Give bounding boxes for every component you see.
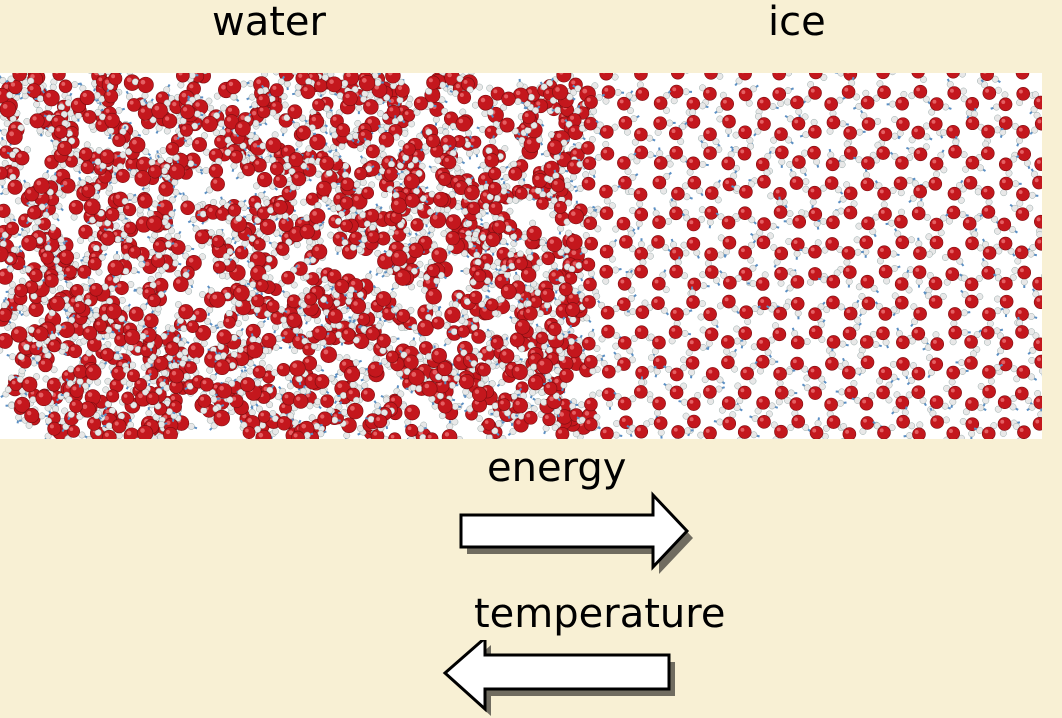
temperature-label: temperature	[474, 591, 726, 637]
liquid-water-region	[0, 73, 601, 439]
energy-label: energy	[487, 445, 627, 491]
ice-label: ice	[768, 0, 826, 45]
right-arrow-icon	[459, 491, 693, 574]
water-label: water	[212, 0, 326, 45]
left-arrow-icon	[442, 640, 675, 716]
ice-lattice-region	[574, 73, 1042, 439]
molecular-simulation-image	[0, 73, 1042, 439]
